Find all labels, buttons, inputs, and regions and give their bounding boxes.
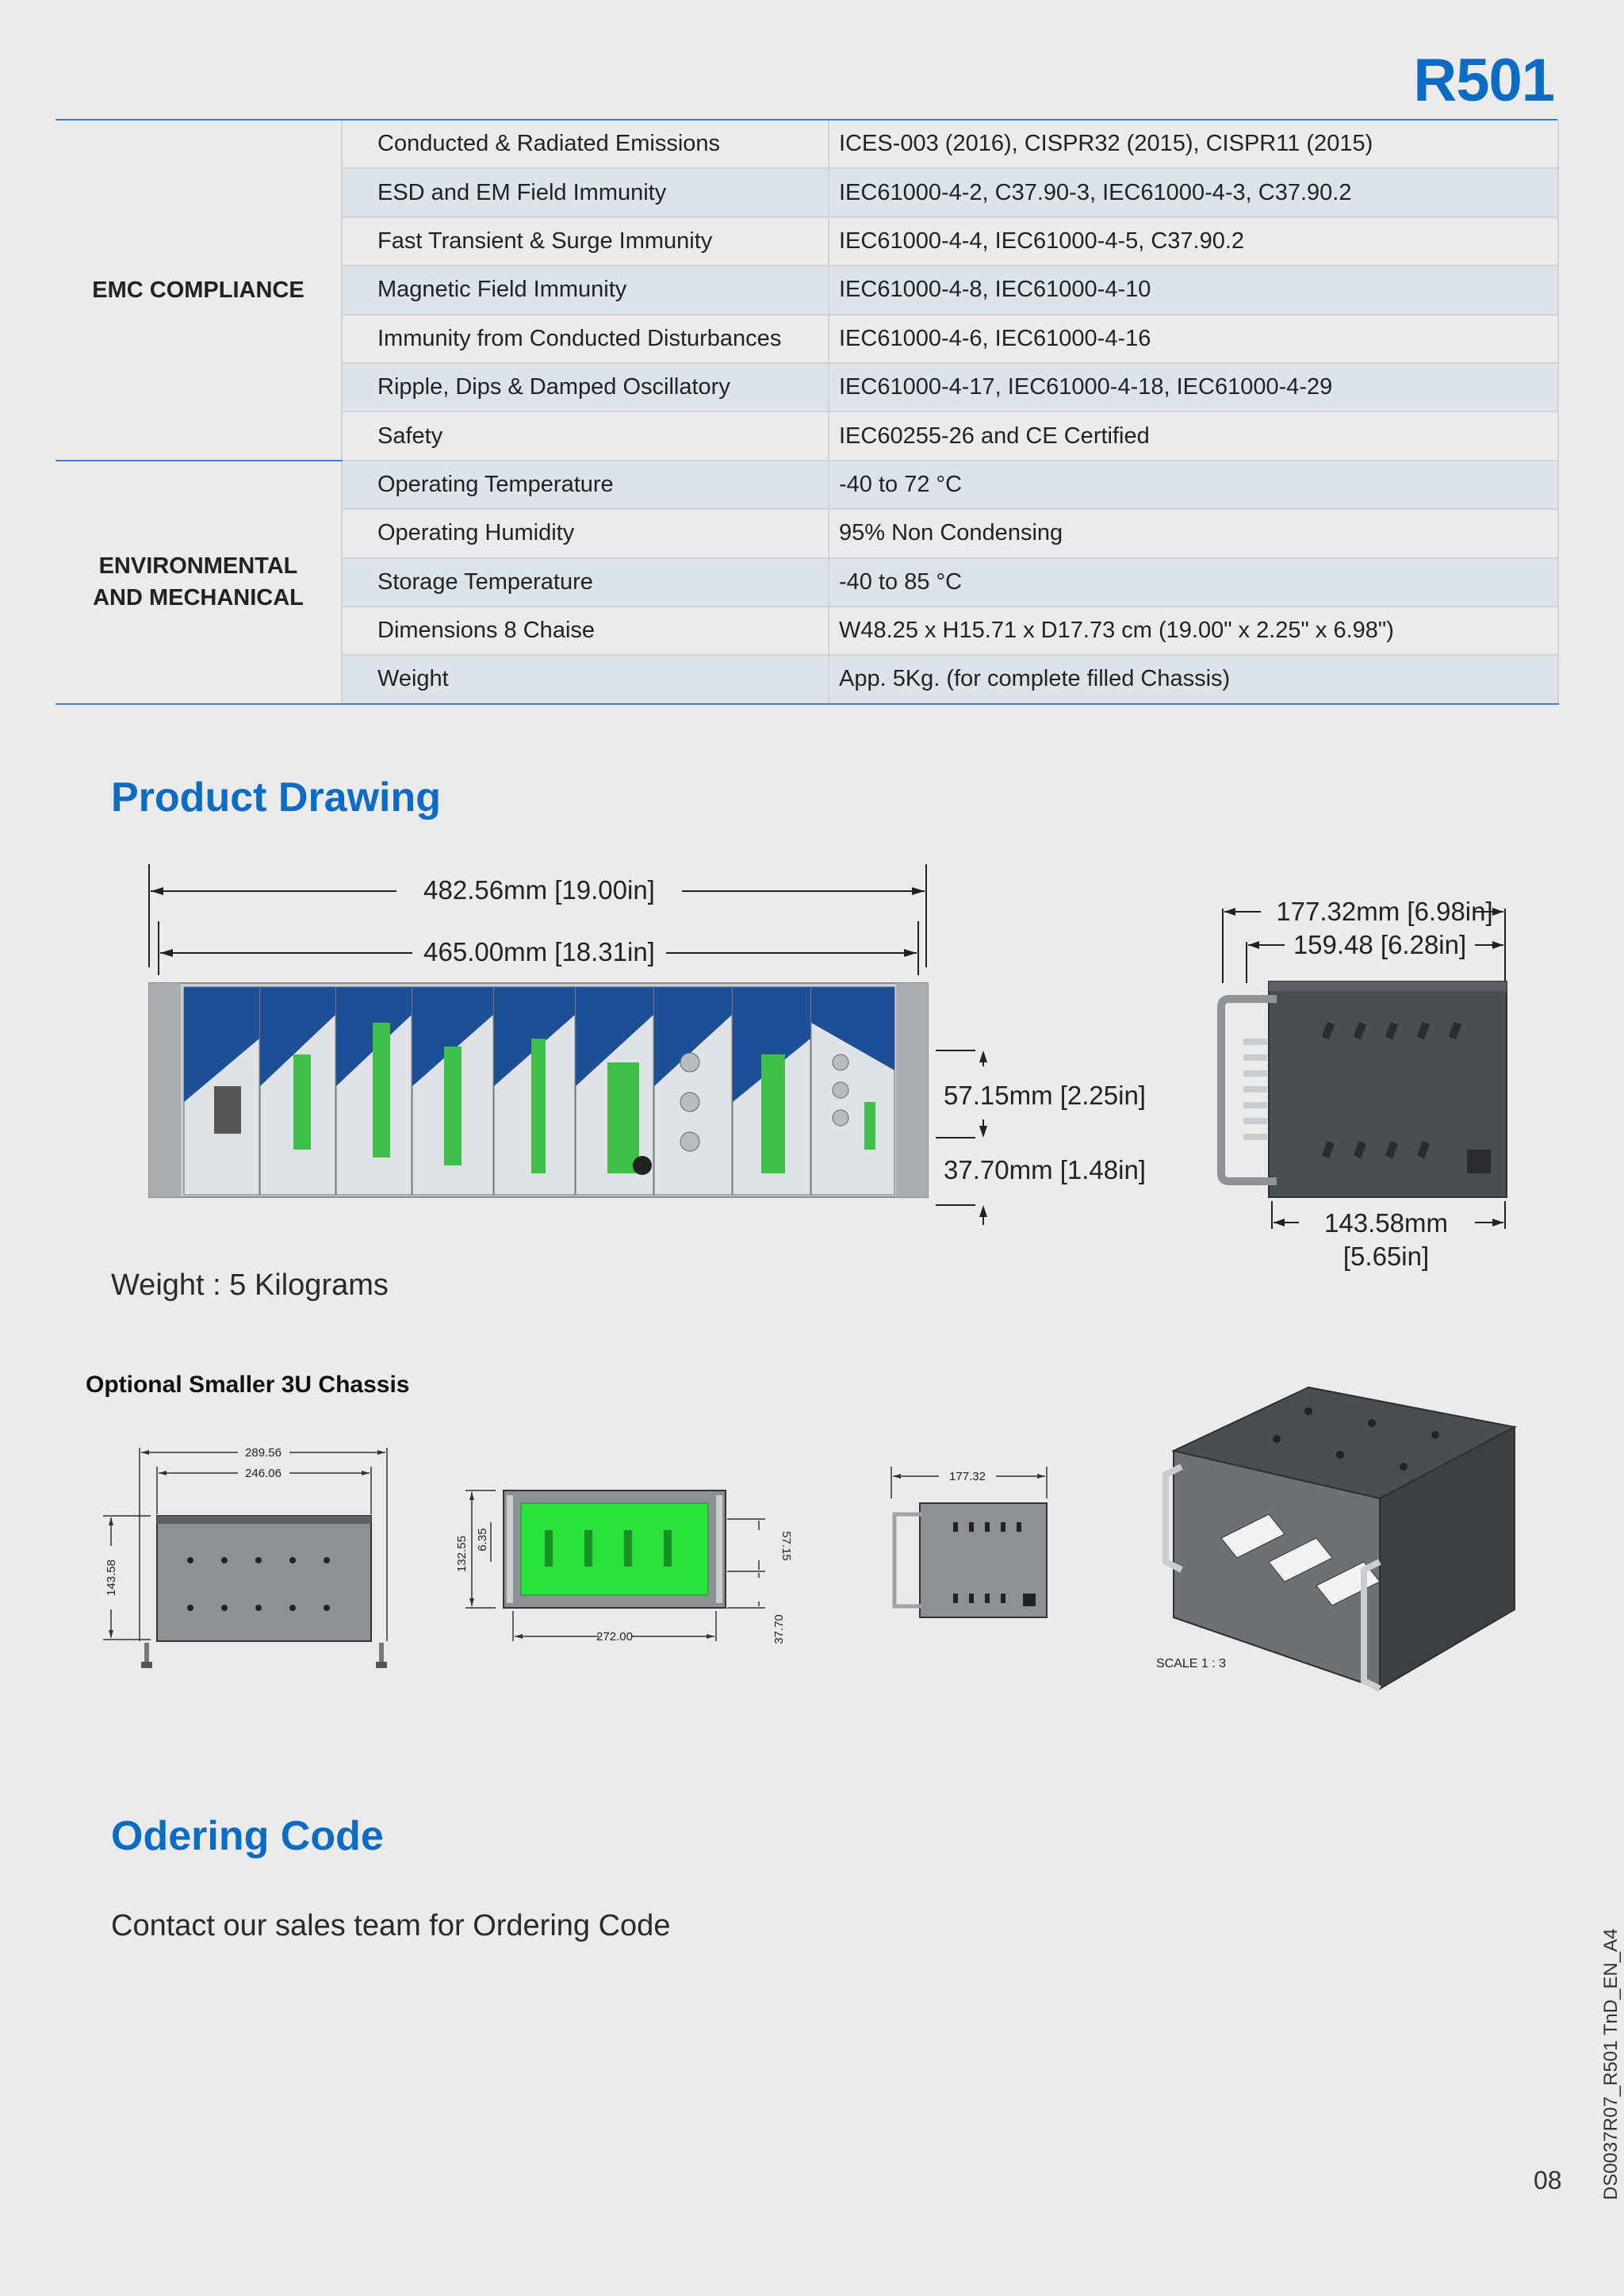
table-row: Weight App. 5Kg. (for complete filled Ch… <box>56 655 1559 705</box>
param-cell: Conducted & Radiated Emissions <box>341 118 829 170</box>
group-label-line: ENVIRONMENTAL <box>98 553 298 580</box>
group-label-line: AND MECHANICAL <box>93 585 304 611</box>
param-cell: Operating Humidity <box>341 509 829 559</box>
small-side-depth-dim: 177.32 <box>949 1470 986 1483</box>
scale-note: SCALE 1 : 3 <box>1156 1657 1227 1670</box>
dim-height-2: 37.70mm [1.48in] <box>944 1155 1146 1184</box>
small-top-inner-dim: 246.06 <box>245 1467 282 1480</box>
model-code: R501 <box>1413 47 1555 114</box>
page-number: 08 <box>1534 2166 1562 2195</box>
table-row: ESD and EM Field Immunity IEC61000-4-2, … <box>56 168 1559 218</box>
table-row: ENVIRONMENTAL AND MECHANICAL Operating T… <box>56 459 1559 705</box>
small-front-h4: 37.70 <box>772 1614 786 1644</box>
param-cell: Safety <box>341 411 829 461</box>
param-cell: Weight <box>341 655 829 705</box>
table-row: Fast Transient & Surge Immunity IEC61000… <box>56 216 1559 267</box>
small-front-width-dim: 272.00 <box>596 1630 633 1644</box>
value-cell: 95% Non Condensing <box>828 509 1559 559</box>
dim-depth-inner: 159.48 [6.28in] <box>1293 930 1466 959</box>
value-cell: IEC61000-4-17, IEC61000-4-18, IEC61000-4… <box>828 362 1559 413</box>
small-side-view: 177.32 <box>891 1467 1048 1618</box>
table-row: Storage Temperature -40 to 85 °C <box>56 557 1559 607</box>
dim-depth-bottom-2: [5.65in] <box>1343 1242 1429 1271</box>
small-front-view: 132.55 6.35 57.15 37.70 272.00 <box>455 1490 793 1644</box>
table-row: Ripple, Dips & Damped Oscillatory IEC610… <box>56 362 1559 413</box>
table-row: Magnetic Field Immunity IEC61000-4-8, IE… <box>56 266 1559 316</box>
table-row: Immunity from Conducted Disturbances IEC… <box>56 314 1559 364</box>
param-cell: Ripple, Dips & Damped Oscillatory <box>341 362 829 413</box>
param-cell: Magnetic Field Immunity <box>341 266 829 316</box>
ordering-text: Contact our sales team for Ordering Code <box>111 1909 671 1942</box>
small-isometric-view <box>1162 1386 1517 1692</box>
table-row: Safety IEC60255-26 and CE Certified <box>56 411 1559 461</box>
dim-width-inner: 465.00mm [18.31in] <box>423 937 655 966</box>
param-cell: Immunity from Conducted Disturbances <box>341 314 829 364</box>
group-label-emc: EMC COMPLIANCE <box>56 119 342 461</box>
table-row: EMC COMPLIANCE Conducted & Radiated Emis… <box>56 118 1559 461</box>
small-top-outer-dim: 289.56 <box>245 1446 282 1460</box>
value-cell: IEC61000-4-4, IEC61000-4-5, C37.90.2 <box>828 216 1559 267</box>
param-cell: Fast Transient & Surge Immunity <box>341 216 829 267</box>
value-cell: ICES-003 (2016), CISPR32 (2015), CISPR11… <box>828 118 1559 170</box>
table-row: Operating Humidity 95% Non Condensing <box>56 509 1559 559</box>
small-front-h3: 57.15 <box>779 1531 793 1561</box>
param-cell: Dimensions 8 Chaise <box>341 606 829 656</box>
param-cell: Storage Temperature <box>341 557 829 607</box>
product-drawing-heading: Product Drawing <box>111 775 442 821</box>
dim-depth-bottom-1: 143.58mm <box>1324 1208 1448 1238</box>
dim-width-outer: 482.56mm [19.00in] <box>423 875 655 905</box>
spec-table: EMC COMPLIANCE Conducted & Radiated Emis… <box>56 118 1559 705</box>
param-cell: Operating Temperature <box>341 459 829 511</box>
group-label-environmental: ENVIRONMENTAL AND MECHANICAL <box>56 459 342 705</box>
value-cell: W48.25 x H15.71 x D17.73 cm (19.00" x 2.… <box>828 606 1559 656</box>
value-cell: IEC61000-4-6, IEC61000-4-16 <box>828 314 1559 364</box>
dim-height-1: 57.15mm [2.25in] <box>944 1081 1146 1110</box>
dim-depth-outer: 177.32mm [6.98in] <box>1276 897 1492 926</box>
param-cell: ESD and EM Field Immunity <box>341 168 829 218</box>
front-view-drawing: 482.56mm [19.00in] 465.00mm [18.31in] <box>148 864 1146 1225</box>
table-row: Dimensions 8 Chaise W48.25 x H15.71 x D1… <box>56 606 1559 656</box>
value-cell: IEC61000-4-8, IEC61000-4-10 <box>828 266 1559 316</box>
terminal-blocks <box>293 1023 875 1173</box>
small-front-h2: 6.35 <box>476 1528 489 1551</box>
ordering-heading: Odering Code <box>111 1813 384 1859</box>
smaller-chassis-heading: Optional Smaller 3U Chassis <box>86 1372 410 1398</box>
side-view-drawing: 177.32mm [6.98in] 159.48 [6.28in] 143.58… <box>1217 897 1507 1271</box>
value-cell: IEC61000-4-2, C37.90-3, IEC61000-4-3, C3… <box>828 168 1559 218</box>
weight-text: Weight : 5 Kilograms <box>111 1269 389 1302</box>
small-front-h1: 132.55 <box>455 1536 469 1572</box>
value-cell: IEC60255-26 and CE Certified <box>828 411 1559 461</box>
value-cell: -40 to 72 °C <box>828 459 1559 511</box>
value-cell: -40 to 85 °C <box>828 557 1559 607</box>
small-top-view: 289.56 246.06 143.58 <box>103 1446 388 1668</box>
small-top-height-dim: 143.58 <box>105 1559 118 1596</box>
value-cell: App. 5Kg. (for complete filled Chassis) <box>828 655 1559 705</box>
document-code: DS0037R07_R501 TnD_EN_A4 <box>1600 1928 1622 2200</box>
